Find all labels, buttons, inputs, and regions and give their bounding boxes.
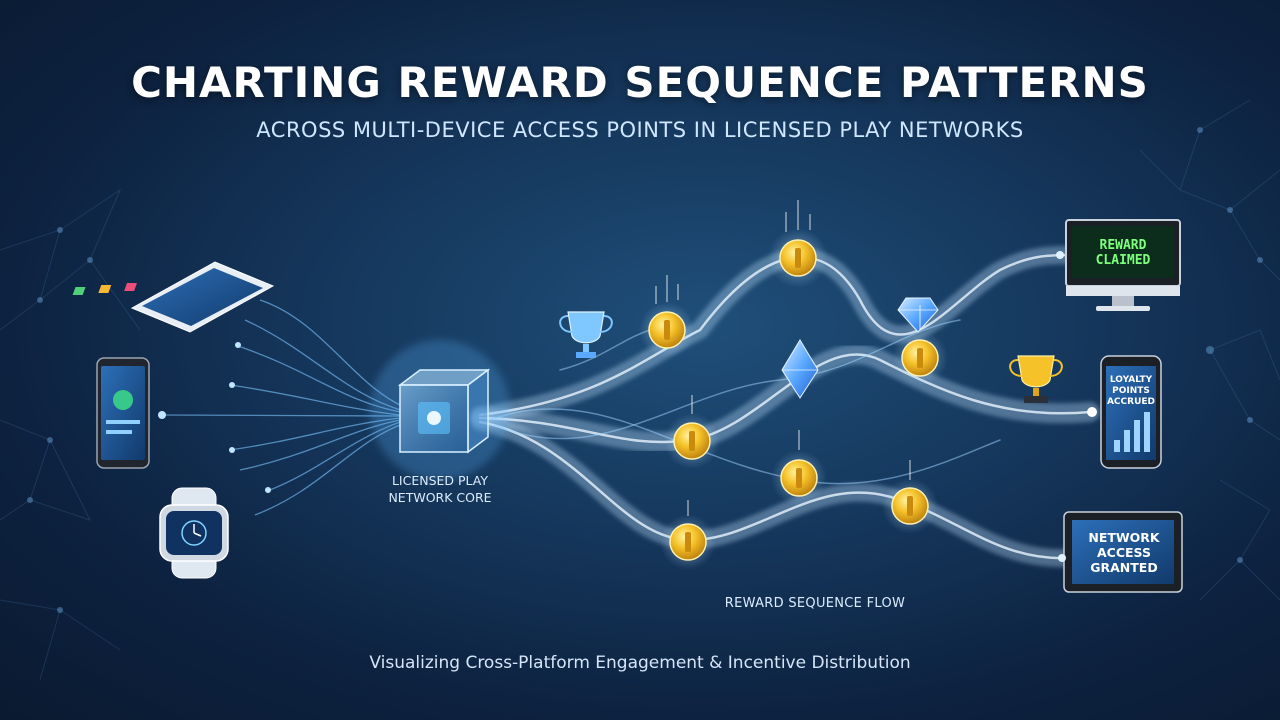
page-subtitle: ACROSS MULTI-DEVICE ACCESS POINTS IN LIC… bbox=[256, 118, 1024, 142]
connection-endpoint-dots bbox=[158, 342, 271, 493]
tablet-text-line: GRANTED bbox=[1090, 559, 1158, 575]
coin-icon bbox=[660, 514, 716, 570]
core-label-line: NETWORK CORE bbox=[388, 490, 492, 505]
monitor-text-line: CLAIMED bbox=[1095, 253, 1151, 268]
gem-icon bbox=[781, 339, 819, 399]
tablet-text-line: ACCESS bbox=[1096, 544, 1151, 560]
core-label: LICENSED PLAY NETWORK CORE bbox=[360, 472, 520, 506]
reward-flow-streams bbox=[470, 246, 1100, 568]
monitor-screen-text: REWARD CLAIMED bbox=[1072, 228, 1174, 278]
phone-text-line: LOYALTY bbox=[1109, 374, 1153, 385]
diamond-icon bbox=[897, 297, 939, 333]
flow-label: REWARD SEQUENCE FLOW bbox=[724, 596, 906, 611]
tablet-icon bbox=[72, 261, 275, 333]
smartwatch-icon bbox=[159, 487, 229, 579]
caption: Visualizing Cross-Platform Engagement & … bbox=[369, 653, 911, 673]
phone-text-line: POINTS bbox=[1112, 385, 1150, 396]
smartphone-icon bbox=[1087, 355, 1162, 469]
coin-icon bbox=[882, 478, 938, 534]
coin-icon bbox=[771, 450, 827, 506]
sparkle-effects bbox=[655, 200, 921, 516]
gold-trophy-icon bbox=[1009, 355, 1063, 403]
phone-text-line: ACCRUED bbox=[1106, 396, 1156, 407]
smartphone-icon bbox=[96, 357, 150, 469]
coin-icon bbox=[892, 330, 948, 386]
tablet-screen-text: NETWORK ACCESS GRANTED bbox=[1072, 522, 1176, 582]
network-core-cube bbox=[370, 340, 510, 480]
background-network-nodes bbox=[27, 127, 1263, 613]
monitor-icon bbox=[1056, 219, 1181, 311]
phone-screen-text: LOYALTY POINTS ACCRUED bbox=[1106, 374, 1156, 408]
tablet-text-line: NETWORK bbox=[1088, 529, 1160, 545]
background-network-mesh bbox=[0, 99, 1280, 681]
page-title: CHARTING REWARD SEQUENCE PATTERNS bbox=[131, 58, 1149, 107]
trophy-icon bbox=[559, 311, 613, 358]
core-label-line: LICENSED PLAY bbox=[391, 473, 489, 488]
coin-icon bbox=[639, 302, 695, 358]
coin-icon bbox=[768, 228, 828, 288]
monitor-text-line: REWARD bbox=[1099, 238, 1147, 253]
coin-icon bbox=[664, 413, 720, 469]
tablet-icon bbox=[1058, 511, 1183, 593]
